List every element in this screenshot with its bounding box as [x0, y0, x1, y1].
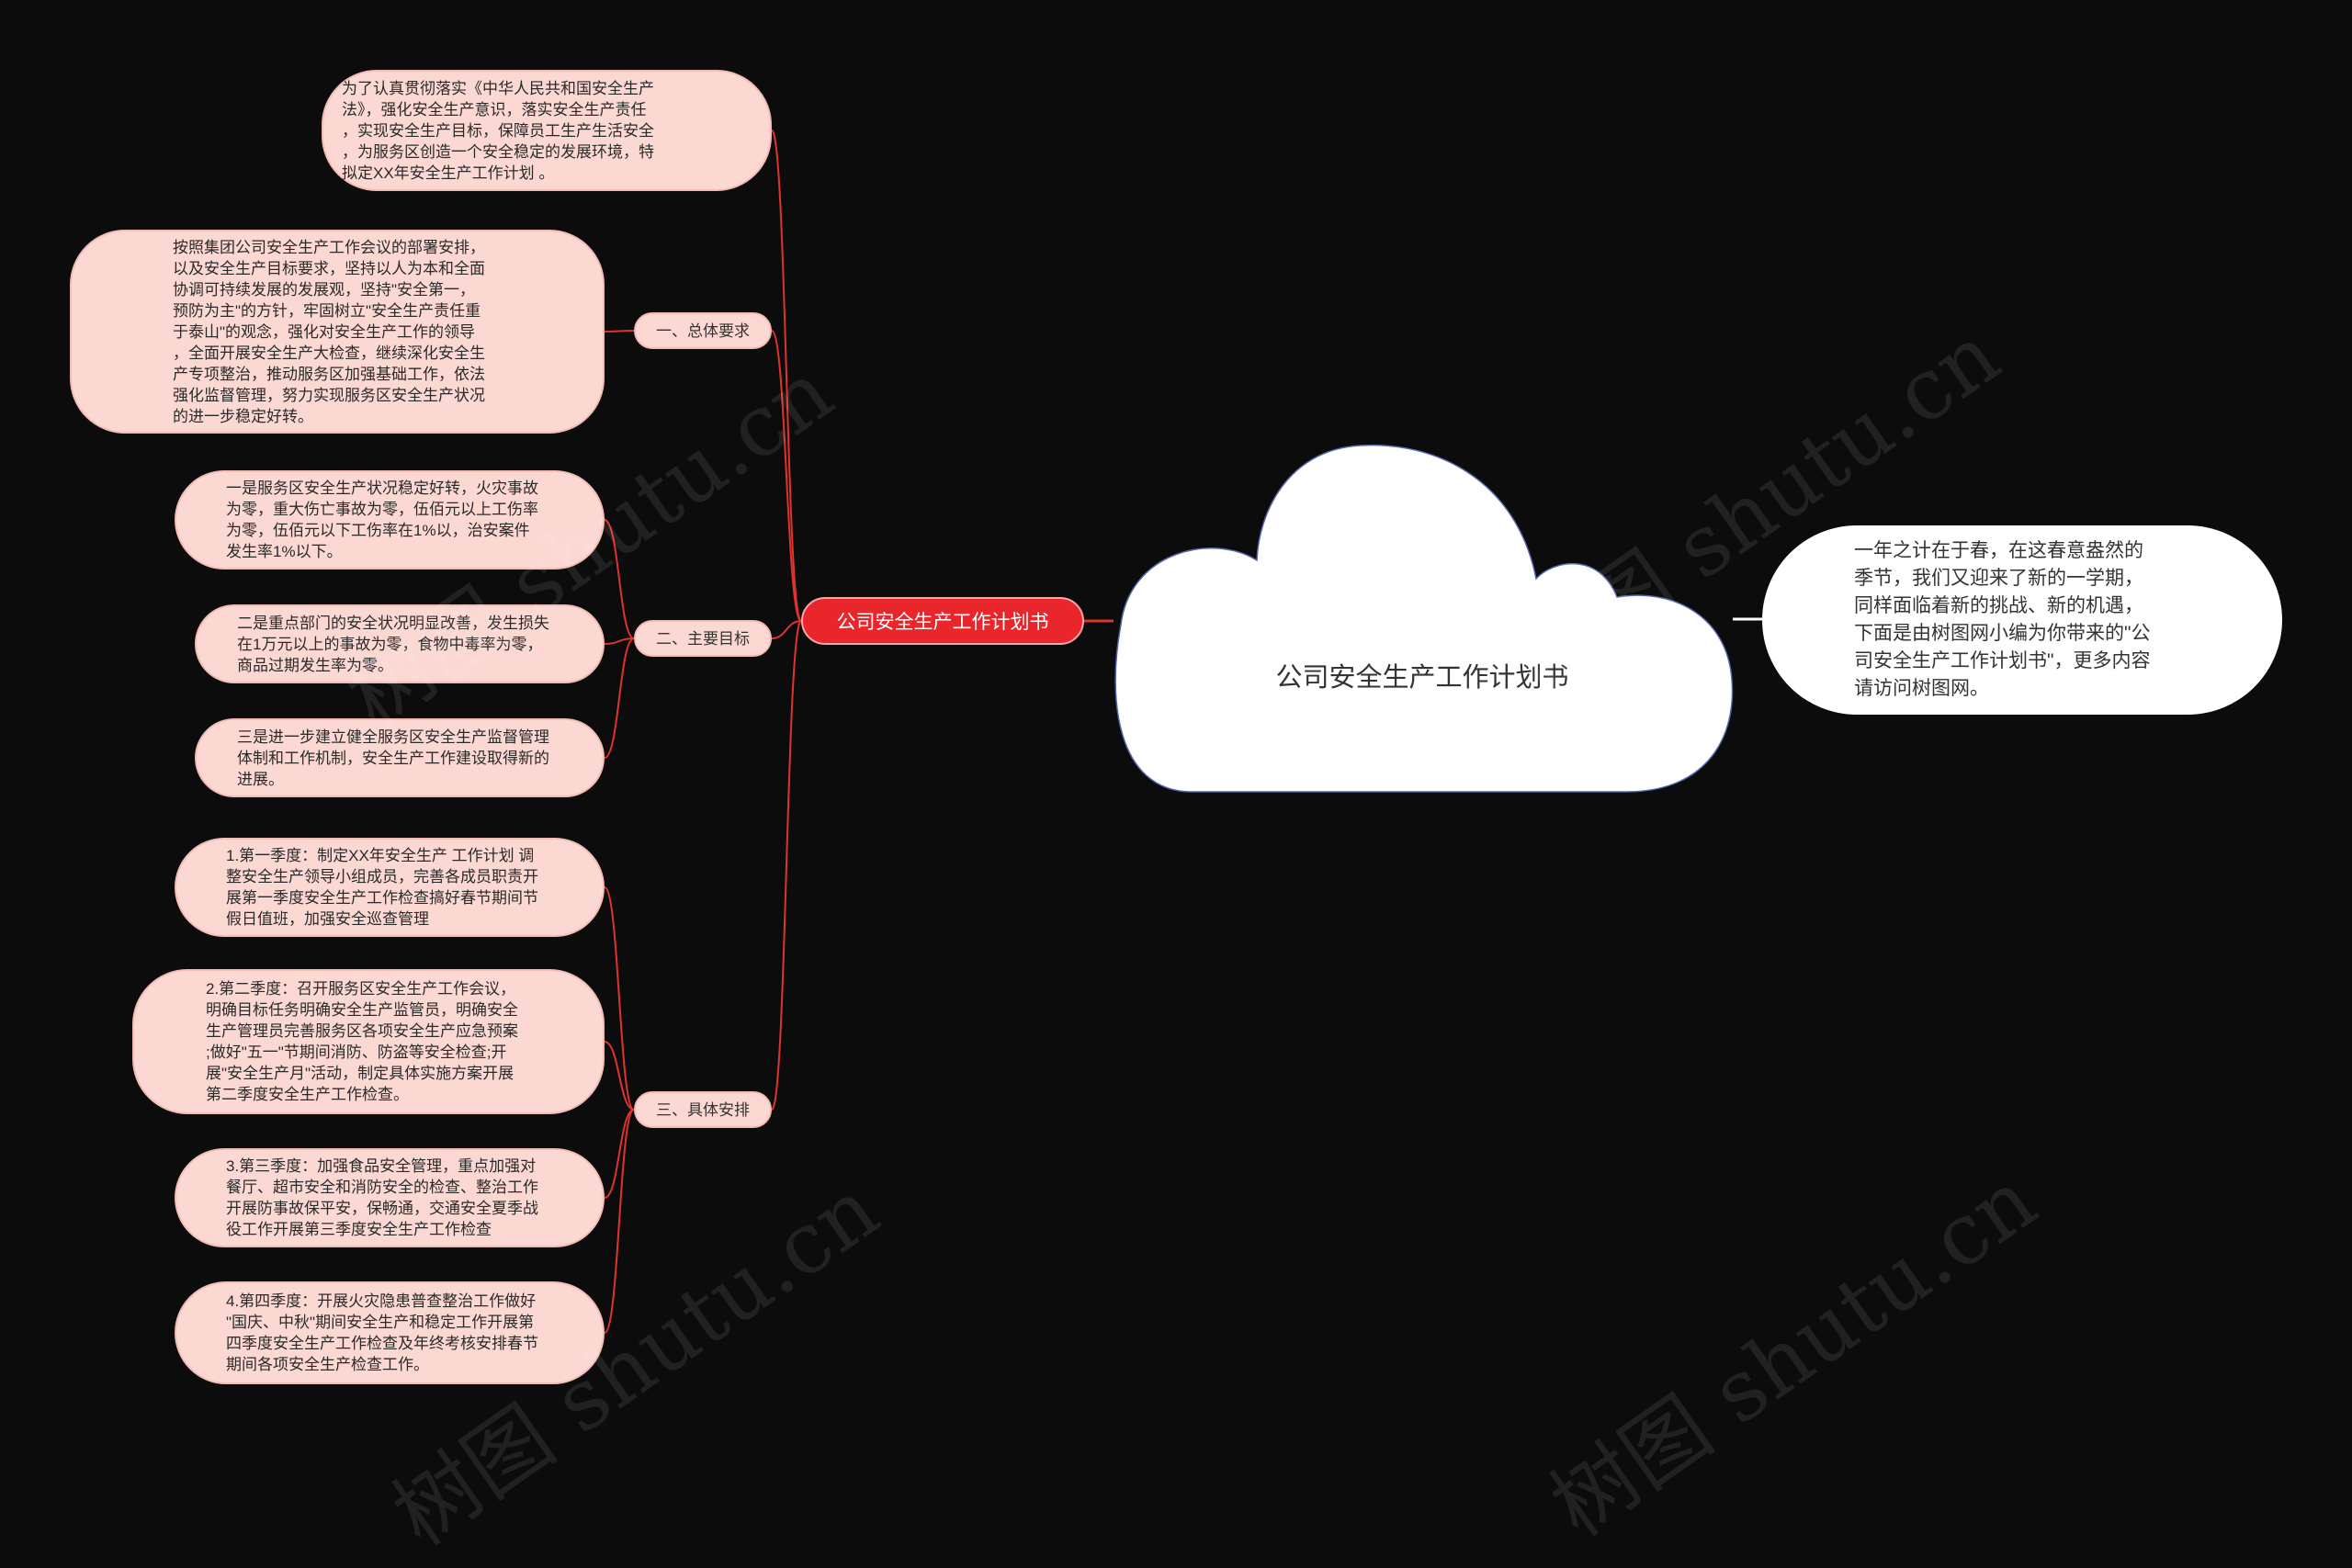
- leaf-text: 三是进一步建立健全服务区安全生产监督管理 体制和工作机制，安全生产工作建设取得新…: [237, 728, 549, 788]
- connector-branch-leaf: [604, 330, 635, 333]
- branch-node-overall-requirements[interactable]: 一、总体要求: [634, 312, 772, 349]
- leaf-text: 3.第三季度：加强食品安全管理，重点加强对 餐厅、超市安全和消防安全的检查、整治…: [226, 1157, 538, 1238]
- connector-branch-leaf: [604, 519, 635, 639]
- connector-branch-leaf: [604, 886, 635, 1111]
- intro-summary-node[interactable]: 一年之计在于春，在这春意盎然的 季节，我们又迎来了新的一学期， 同样面临着新的挑…: [1762, 525, 2282, 715]
- leaf-node-quarter-3[interactable]: 3.第三季度：加强食品安全管理，重点加强对 餐厅、超市安全和消防安全的检查、整治…: [175, 1148, 605, 1247]
- connector-branch-leaf: [604, 637, 635, 759]
- leaf-node-goal-2[interactable]: 二是重点部门的安全状况明显改善，发生损失 在1万元以上的事故为零，食物中毒率为零…: [195, 604, 605, 683]
- connector-root-branch: [771, 620, 802, 639]
- connector-lines: [604, 130, 1762, 1334]
- root-topic-node[interactable]: 公司安全生产工作计划书: [801, 597, 1084, 645]
- leaf-node-quarter-4[interactable]: 4.第四季度：开展火灾隐患普查整治工作做好 "国庆、中秋"期间安全生产和稳定工作…: [175, 1281, 605, 1384]
- leaf-text: 按照集团公司安全生产工作会议的部署安排， 以及安全生产目标要求，坚持以人为本和全…: [173, 238, 485, 425]
- connector-branch-leaf: [604, 637, 635, 645]
- leaf-node-goal-1[interactable]: 一是服务区安全生产状况稳定好转，火灾事故 为零，重大伤亡事故为零，伍佰元以上工伤…: [175, 470, 605, 570]
- leaf-node-intro-purpose[interactable]: 为了认真贯彻落实《中华人民共和国安全生产 法》，强化安全生产意识，落实安全生产责…: [322, 70, 772, 191]
- intro-text: 一年之计在于春，在这春意盎然的 季节，我们又迎来了新的一学期， 同样面临着新的挑…: [1854, 540, 2151, 699]
- mindmap-canvas: [604, 130, 1762, 1334]
- branch-node-main-goals[interactable]: 二、主要目标: [634, 620, 772, 657]
- connector-root-branch: [771, 330, 802, 622]
- leaf-text: 2.第二季度：召开服务区安全生产工作会议， 明确目标任务明确安全生产监管员，明确…: [206, 980, 518, 1103]
- center-topic-title: 公司安全生产工作计划书: [1275, 663, 1569, 693]
- connector-root-branch: [771, 620, 802, 1111]
- root-topic-label: 公司安全生产工作计划书: [836, 612, 1049, 633]
- leaf-text: 4.第四季度：开展火灾隐患普查整治工作做好 "国庆、中秋"期间安全生产和稳定工作…: [226, 1292, 538, 1373]
- connector-branch-leaf: [604, 1109, 635, 1334]
- leaf-text: 一是服务区安全生产状况稳定好转，火灾事故 为零，重大伤亡事故为零，伍佰元以上工伤…: [226, 479, 538, 560]
- branch-label: 一、总体要求: [656, 321, 750, 340]
- leaf-text: 为了认真贯彻落实《中华人民共和国安全生产 法》，强化安全生产意识，落实安全生产责…: [342, 79, 654, 182]
- branch-label: 二、主要目标: [656, 629, 750, 648]
- cloud-shape: [1114, 444, 1734, 793]
- leaf-node-goal-3[interactable]: 三是进一步建立健全服务区安全生产监督管理 体制和工作机制，安全生产工作建设取得新…: [195, 718, 605, 797]
- branch-label: 三、具体安排: [656, 1100, 750, 1119]
- leaf-text: 1.第一季度：制定XX年安全生产 工作计划 调 整安全生产领导小组成员，完善各成…: [226, 847, 538, 928]
- connector-root-top-leaf: [771, 130, 802, 622]
- branch-node-specific-arrangements[interactable]: 三、具体安排: [634, 1091, 772, 1128]
- connector-branch-leaf: [604, 1041, 635, 1111]
- leaf-node-quarter-2[interactable]: 2.第二季度：召开服务区安全生产工作会议， 明确目标任务明确安全生产监管员，明确…: [132, 969, 605, 1114]
- leaf-text: 二是重点部门的安全状况明显改善，发生损失 在1万元以上的事故为零，食物中毒率为零…: [237, 614, 549, 674]
- leaf-node-quarter-1[interactable]: 1.第一季度：制定XX年安全生产 工作计划 调 整安全生产领导小组成员，完善各成…: [175, 838, 605, 937]
- leaf-node-overall-requirements[interactable]: 按照集团公司安全生产工作会议的部署安排， 以及安全生产目标要求，坚持以人为本和全…: [70, 230, 605, 434]
- connector-branch-leaf: [604, 1109, 635, 1199]
